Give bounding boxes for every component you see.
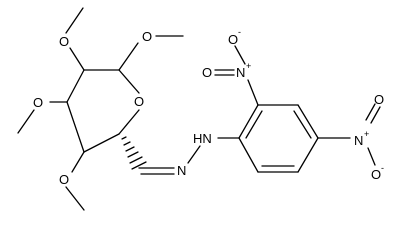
aryl-bond-3 [297,104,319,139]
ring-bond-c1-o [118,69,140,94]
ring-bond-o-c5 [118,109,140,135]
hash-line [127,151,139,158]
chemical-structure: O O O O O N HN N + O - O N + O - O [17,7,384,211]
hash-line [121,136,127,140]
nitro-oxygen-label: O [202,65,212,80]
bond-ome-me-c4 [65,186,85,211]
aryl-bond-6 [238,137,259,173]
methoxy-oxygen-label: O [59,172,69,187]
ring-bond-c4-c3 [66,101,85,153]
bond-n-o-single-para [367,147,376,166]
ring-bond-c5-c4 [83,133,120,153]
bond-aryl-no2-ortho [247,79,259,106]
hash-line [129,156,143,164]
pyranose-ring [66,69,140,153]
ring-oxygen-label: O [134,94,144,109]
bond-c1-ome [118,42,139,71]
bond-ome-me-c2 [65,7,84,34]
negative-charge-label: - [238,27,241,37]
nitro-nitrogen-label: N [236,65,245,80]
hashed-wedge-bond [121,136,147,170]
bond-n-o-single-ortho [234,45,246,65]
ring-bond-c3-c2 [66,69,85,103]
hash-line [123,141,131,146]
hydrazine-nh-label: HN [193,131,212,146]
bond-c4-ome [71,151,85,173]
nitro-groups [214,45,381,166]
bond-c2-ome [69,47,85,71]
nitro-oxygen-label: O [371,167,381,182]
aryl-bond-1-inner [245,110,263,139]
aryl-bond-4 [297,137,319,173]
hash-line [125,146,135,152]
aryl-bond-3-inner [293,110,312,139]
atom-labels: O O O O O N HN N + O - O N + O - O [33,27,384,187]
nitro-oxygen-label: O [228,32,238,47]
bond-n-nh [187,145,201,164]
positive-charge-label: + [246,61,251,71]
aryl-bond-1 [238,104,259,139]
hydrazone-nitrogen-label: N [177,163,186,178]
positive-charge-label: + [364,129,369,139]
methoxy-oxygen-label: O [142,29,152,44]
nitro-oxygen-label: O [374,92,384,107]
bond-n-o-double-para-a [365,103,376,121]
methoxy-groups [17,7,184,211]
nitro-nitrogen-label: N [354,133,363,148]
hash-line [131,161,147,170]
bond-n-o-double-para-b [370,106,381,124]
hydrazone-linkage [138,137,240,175]
bond-ome-me-c3 [17,109,35,134]
benzene-ring [238,104,319,173]
methoxy-oxygen-label: O [33,95,43,110]
negative-charge-label: - [381,163,384,173]
methoxy-oxygen-label: O [59,34,69,49]
